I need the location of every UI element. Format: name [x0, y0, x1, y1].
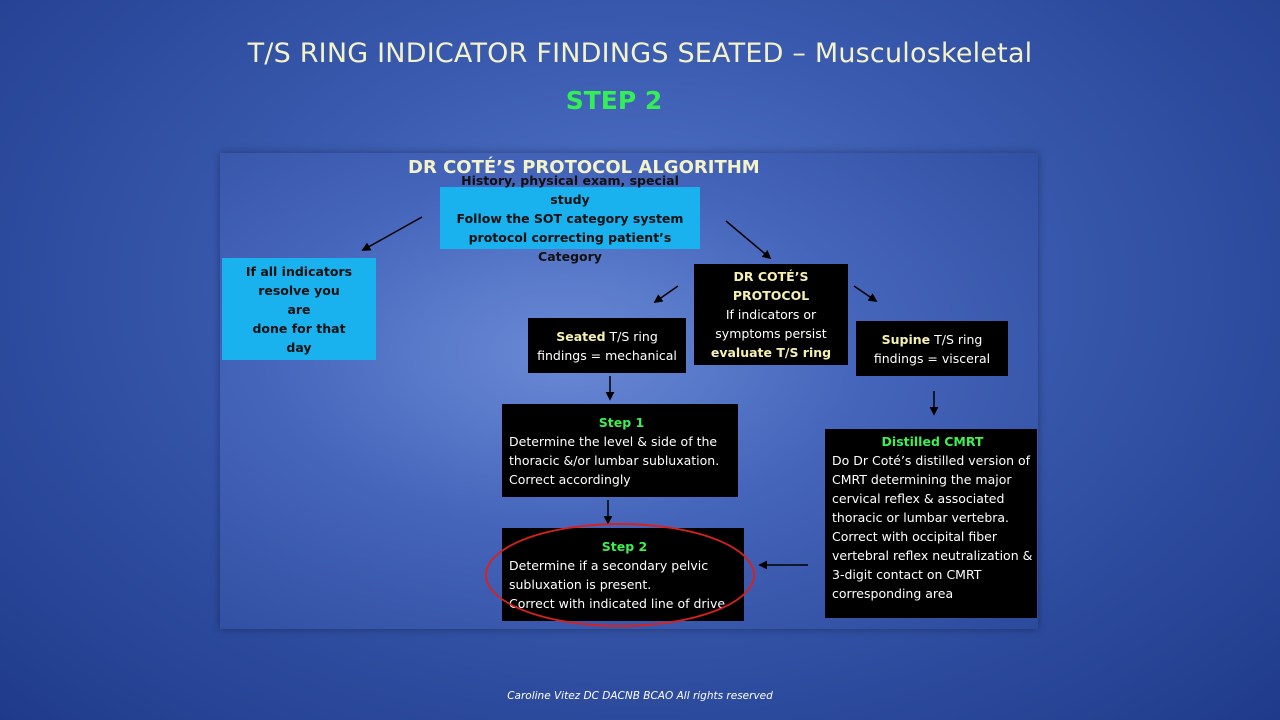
arrow-protocol-to-seated — [653, 285, 679, 304]
step1-line: Determine the level & side of the — [509, 433, 718, 449]
resolve-box: If all indicators resolve you are done f… — [222, 258, 376, 360]
cmrt-line: Correct with occipital fiber — [832, 529, 998, 544]
resolve-line: done for that — [252, 320, 346, 336]
protocol-line: If indicators or — [725, 307, 817, 322]
seated-line-1: Seated T/S ring — [532, 327, 682, 346]
slide-title: T/S RING INDICATOR FINDINGS SEATED – Mus… — [247, 38, 1033, 69]
protocol-diagram: DR COTÉ’S PROTOCOL ALGORITHM History, ph… — [220, 153, 1038, 629]
protocol-heading: DR COTÉ’S PROTOCOL — [732, 269, 810, 303]
arrow-protocol-to-supine — [853, 285, 878, 303]
arrow-history-to-protocol — [725, 220, 772, 260]
cmrt-line: thoracic or lumbar vertebra. — [832, 510, 1010, 525]
resolve-line: resolve you — [258, 282, 340, 298]
cmrt-line: vertebral reflex neutralization & — [832, 548, 1033, 563]
seated-box: Seated T/S ring findings = mechanical — [528, 318, 686, 373]
step1-line: thoracic &/or lumbar subluxation. — [509, 452, 720, 468]
resolve-line: If all indicators — [245, 263, 353, 279]
supine-line-1: Supine T/S ring — [860, 330, 1004, 349]
protocol-box: DR COTÉ’S PROTOCOL If indicators or symp… — [694, 264, 848, 365]
cmrt-line: 3-digit contact on CMRT — [832, 567, 982, 582]
slide-subtitle: STEP 2 — [565, 86, 663, 115]
supine-line-2: findings = visceral — [873, 350, 991, 366]
protocol-line: symptoms persist — [715, 326, 827, 341]
history-box: History, physical exam, special study Fo… — [440, 173, 700, 264]
flow-arrows — [361, 216, 939, 570]
step1-box: Step 1 Determine the level & side of the… — [502, 404, 738, 497]
resolve-line: day — [286, 339, 312, 355]
step2-highlight-ring — [485, 523, 755, 627]
protocol-emphasis: evaluate T/S ring — [710, 345, 832, 360]
seated-line-2: findings = mechanical — [537, 347, 677, 363]
diagram-title: DR COTÉ’S PROTOCOL ALGORITHM — [408, 157, 760, 178]
cmrt-line: corresponding area — [832, 586, 954, 601]
resolve-line: are — [287, 301, 311, 317]
seated-label: Seated — [556, 328, 606, 344]
cmrt-line: CMRT determining the major — [832, 472, 1012, 487]
copyright-footer: Caroline Vitez DC DACNB BCAO All rights … — [507, 690, 773, 702]
cmrt-box: Distilled CMRT Do Dr Coté’s distilled ve… — [825, 429, 1037, 618]
cmrt-line: Do Dr Coté’s distilled version of — [832, 453, 1031, 468]
history-line: Follow the SOT category system — [456, 210, 684, 226]
supine-text: T/S ring — [930, 331, 983, 347]
seated-text: T/S ring — [605, 328, 658, 344]
step1-line: Correct accordingly — [509, 471, 631, 487]
arrow-history-to-resolve — [361, 216, 423, 251]
history-line: protocol correcting patient’s Category — [468, 229, 672, 264]
cmrt-heading: Distilled CMRT — [881, 434, 984, 449]
step1-heading: Step 1 — [598, 414, 645, 430]
supine-box: Supine T/S ring findings = visceral — [856, 321, 1008, 376]
cmrt-line: cervical reflex & associated — [832, 491, 1005, 506]
supine-label: Supine — [881, 331, 931, 347]
history-line: History, physical exam, special study — [461, 172, 679, 207]
